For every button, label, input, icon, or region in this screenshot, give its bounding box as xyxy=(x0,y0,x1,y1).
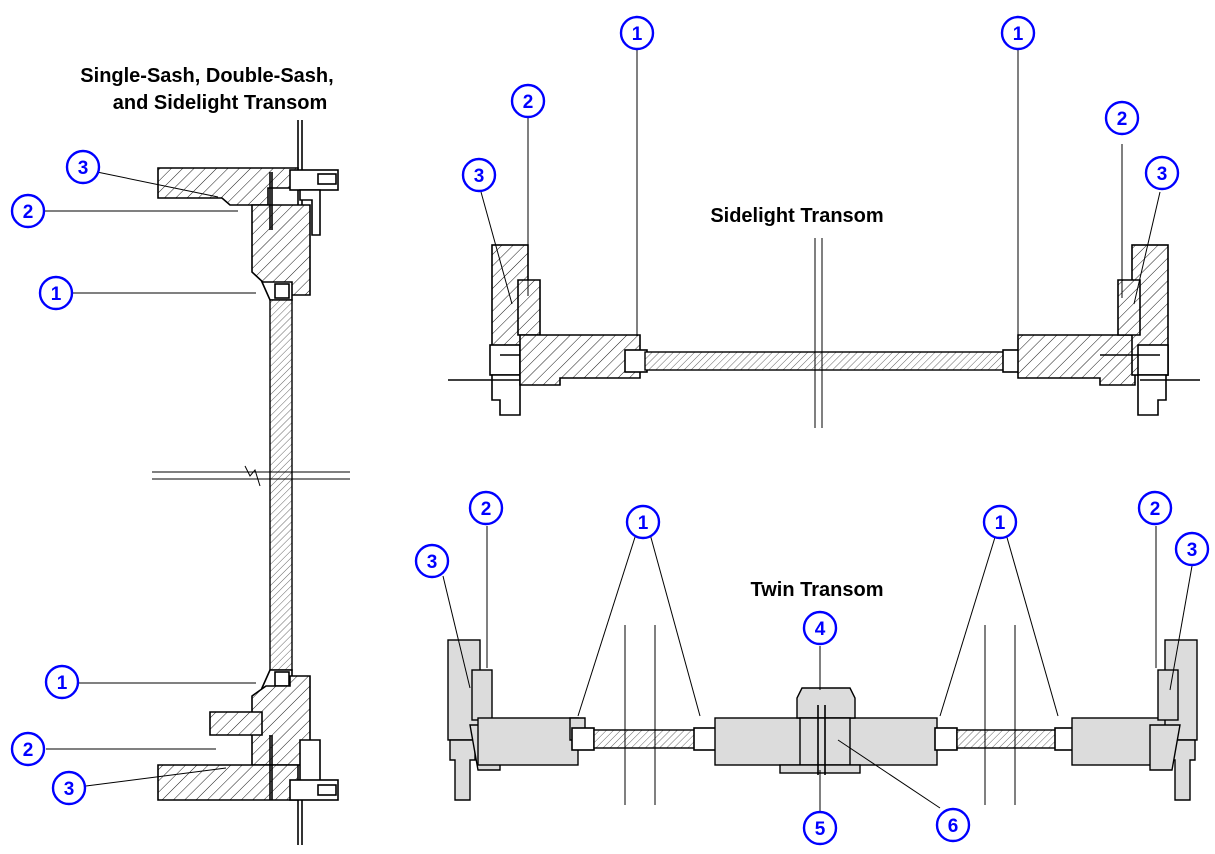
callout-3-sidelight-left: 3 xyxy=(461,157,497,193)
callout-3-twin-left: 3 xyxy=(414,543,450,579)
svg-text:2: 2 xyxy=(23,202,34,223)
callout-2-left-top: 2 xyxy=(10,193,46,229)
svg-text:3: 3 xyxy=(1157,164,1168,185)
svg-text:3: 3 xyxy=(64,779,75,800)
svg-text:1: 1 xyxy=(51,284,62,305)
svg-text:2: 2 xyxy=(1117,109,1128,130)
svg-text:3: 3 xyxy=(78,158,89,179)
vertical-section-drawing xyxy=(152,120,350,845)
callout-2-sidelight-right: 2 xyxy=(1104,100,1140,136)
callout-6-twin: 6 xyxy=(935,807,971,843)
callout-2-twin-left: 2 xyxy=(468,490,504,526)
svg-text:5: 5 xyxy=(815,819,826,840)
twin-transom-drawing xyxy=(447,625,1198,805)
callout-3-twin-right: 3 xyxy=(1174,531,1210,567)
svg-text:6: 6 xyxy=(948,816,959,837)
callout-1-sidelight-right: 1 xyxy=(1000,15,1036,51)
callout-1-twin-right: 1 xyxy=(982,504,1018,540)
callout-1-left-bottom: 1 xyxy=(44,664,80,700)
callout-2-twin-right: 2 xyxy=(1137,490,1173,526)
callout-3-left-bottom: 3 xyxy=(51,770,87,806)
title-single-line1: Single-Sash, Double-Sash, xyxy=(80,65,333,87)
title-single-line2: and Sidelight Transom xyxy=(113,92,327,114)
svg-text:1: 1 xyxy=(1013,24,1024,45)
svg-text:3: 3 xyxy=(474,166,485,187)
svg-text:3: 3 xyxy=(427,552,438,573)
callout-4-twin: 4 xyxy=(802,610,838,646)
svg-text:3: 3 xyxy=(1187,540,1198,561)
callout-2-left-bottom: 2 xyxy=(10,731,46,767)
callout-1-sidelight-left: 1 xyxy=(619,15,655,51)
title-sidelight-transom: Sidelight Transom xyxy=(710,205,883,227)
svg-text:4: 4 xyxy=(815,619,826,640)
svg-text:2: 2 xyxy=(481,499,492,520)
callout-1-twin-left: 1 xyxy=(625,504,661,540)
svg-text:1: 1 xyxy=(632,24,643,45)
vertical-section-leaders xyxy=(45,171,256,787)
callout-1-left-top: 1 xyxy=(38,275,74,311)
sidelight-transom-leaders xyxy=(480,50,1161,336)
svg-text:1: 1 xyxy=(638,513,649,534)
sidelight-transom-drawing xyxy=(448,238,1200,428)
svg-text:2: 2 xyxy=(523,92,534,113)
twin-transom-leaders xyxy=(442,526,1193,812)
svg-text:2: 2 xyxy=(1150,499,1161,520)
callout-5-twin: 5 xyxy=(802,810,838,846)
callout-3-sidelight-right: 3 xyxy=(1144,155,1180,191)
svg-text:1: 1 xyxy=(995,513,1006,534)
title-twin-transom: Twin Transom xyxy=(751,579,884,601)
callout-3-left-top: 3 xyxy=(65,149,101,185)
svg-text:2: 2 xyxy=(23,740,34,761)
callout-2-sidelight-left: 2 xyxy=(510,83,546,119)
svg-text:1: 1 xyxy=(57,673,68,694)
